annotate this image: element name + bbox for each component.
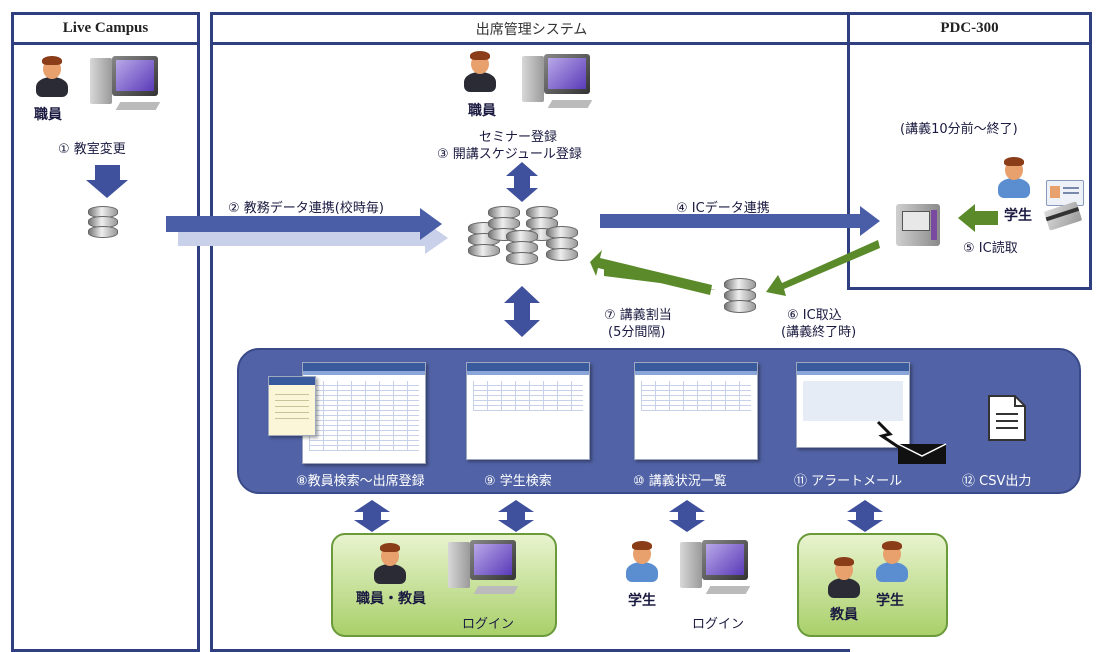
step6a-label: ⑥ IC取込 [787,308,842,323]
lecture-status-screen-thumb[interactable] [634,362,758,460]
computer-icon-3 [446,536,526,602]
live-campus-database-icon [88,206,118,240]
double-arrow-mid [504,286,540,337]
student-person-icon-3 [874,540,910,584]
student-label-right: 学生 [876,593,904,609]
staff-person-icon-2 [462,50,498,94]
step7a-label: ⑦ 講義割当 [604,308,672,323]
step7b-label: (5分間隔) [608,325,666,340]
login-label-2[interactable]: ログイン [692,617,745,632]
computer-icon-2 [520,50,600,116]
csv-document-icon [988,395,1026,441]
ic-reader-device-icon [896,204,940,246]
pdc-panel: PDC-300 [847,12,1092,290]
login-label-1[interactable]: ログイン [462,617,515,632]
function-label-alert-mail[interactable]: ⑪ アラートメール [794,474,903,489]
staff-person-icon [34,55,70,99]
staff-teacher-login-box [331,533,557,637]
student-search-screen-thumb[interactable] [466,362,590,460]
arrow-step2 [166,208,442,240]
double-arrow-f2 [498,500,534,532]
step2-label: ② 教務データ連携(校時毎) [228,201,384,216]
staff-label-1: 職員 [34,107,62,123]
alert-mail-screen-thumb[interactable] [796,362,910,448]
double-arrow-f4 [847,500,883,532]
staff-teacher-label: 職員・教員 [356,591,426,607]
function-label-student-search[interactable]: ⑨ 学生検索 [484,474,552,489]
step6b-label: (講義終了時) [781,325,857,340]
step1-label: ① 教室変更 [58,142,126,157]
staff-label-2: 職員 [468,103,496,119]
function-label-lecture-status[interactable]: ⑩ 講義状況一覧 [633,474,727,489]
computer-icon-4 [678,536,758,602]
mail-envelope-icon [876,420,947,464]
attendance-system-title: 出席管理システム [213,15,850,45]
computer-icon [88,52,168,118]
live-campus-title: Live Campus [14,15,197,45]
teacher-student-box [797,533,948,637]
teacher-person-icon [826,556,862,600]
double-arrow-top [506,162,538,202]
arrow-step4 [600,206,880,236]
teacher-search-screen-thumb[interactable] [268,362,426,464]
live-campus-panel: Live Campus [11,12,200,652]
student-person-icon [996,156,1032,200]
step4-label: ④ ICデータ連携 [676,201,770,216]
function-label-csv-output[interactable]: ⑫ CSV出力 [962,474,1032,489]
arrow-step6 [766,240,880,296]
attendance-system-panel: 出席管理システム [210,12,850,652]
step3b-label: ③ 開講スケジュール登録 [437,147,582,162]
student-label-mid: 学生 [628,593,656,609]
teacher-label: 教員 [830,607,858,623]
down-arrow-1 [86,165,128,198]
main-database-cluster-icon [460,204,580,270]
student-person-icon-2 [624,540,660,584]
arrow-step5 [958,204,998,232]
pdc-time-label: (講義10分前～終了) [900,122,1018,137]
student-label-pdc: 学生 [1004,208,1032,224]
pdc-title: PDC-300 [850,15,1089,45]
id-card-icon [1046,180,1084,206]
step3a-label: セミナー登録 [479,130,558,145]
double-arrow-f3 [669,500,705,532]
staff-teacher-person-icon [372,542,408,586]
function-label-teacher-search[interactable]: ⑧教員検索～出席登録 [296,474,425,489]
step5-label: ⑤ IC読取 [963,241,1018,256]
double-arrow-f1 [354,500,390,532]
ic-buffer-database-icon [724,278,756,314]
